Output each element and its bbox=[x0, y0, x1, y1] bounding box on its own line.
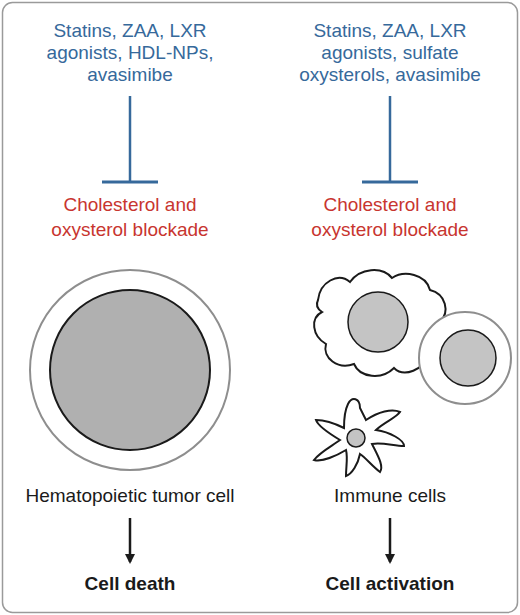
drug-list-text: Statins, ZAA, LXR agonists, sulfate oxys… bbox=[285, 20, 495, 86]
figure-frame bbox=[3, 3, 518, 613]
inhibition-connector bbox=[102, 96, 158, 182]
arrow-connector bbox=[130, 518, 131, 562]
drug-list: Statins, ZAA, LXR agonists, sulfate oxys… bbox=[285, 20, 495, 86]
outcome-label: Cell death bbox=[0, 572, 260, 596]
cell-label: Hematopoietic tumor cell bbox=[0, 484, 260, 508]
inhibition-connector bbox=[362, 96, 418, 182]
target-label: Cholesterol and oxysterol blockade bbox=[25, 192, 235, 242]
outcome-label-text: Cell death bbox=[0, 572, 260, 596]
outcome-label: Cell activation bbox=[260, 572, 520, 596]
target-label-text: Cholesterol and oxysterol blockade bbox=[285, 192, 495, 242]
cell-label-text: Immune cells bbox=[260, 484, 520, 508]
dendritic-nucleus bbox=[347, 429, 365, 447]
tumor-cell-membrane bbox=[30, 270, 230, 470]
lymphocyte-nucleus bbox=[440, 330, 496, 386]
target-label-text: Cholesterol and oxysterol blockade bbox=[25, 192, 235, 242]
cell-label: Immune cells bbox=[260, 484, 520, 508]
cell-label-text: Hematopoietic tumor cell bbox=[0, 484, 260, 508]
drug-list-text: Statins, ZAA, LXR agonists, HDL-NPs, ava… bbox=[25, 20, 235, 86]
arrow-connector bbox=[390, 518, 391, 562]
macrophage-nucleus bbox=[348, 292, 408, 352]
lymphocyte-membrane bbox=[419, 312, 511, 404]
tumor-cell-nucleus bbox=[50, 290, 210, 450]
target-label: Cholesterol and oxysterol blockade bbox=[285, 192, 495, 242]
dendritic-cell bbox=[314, 399, 404, 476]
drug-list: Statins, ZAA, LXR agonists, HDL-NPs, ava… bbox=[25, 20, 235, 86]
outcome-label-text: Cell activation bbox=[260, 572, 520, 596]
